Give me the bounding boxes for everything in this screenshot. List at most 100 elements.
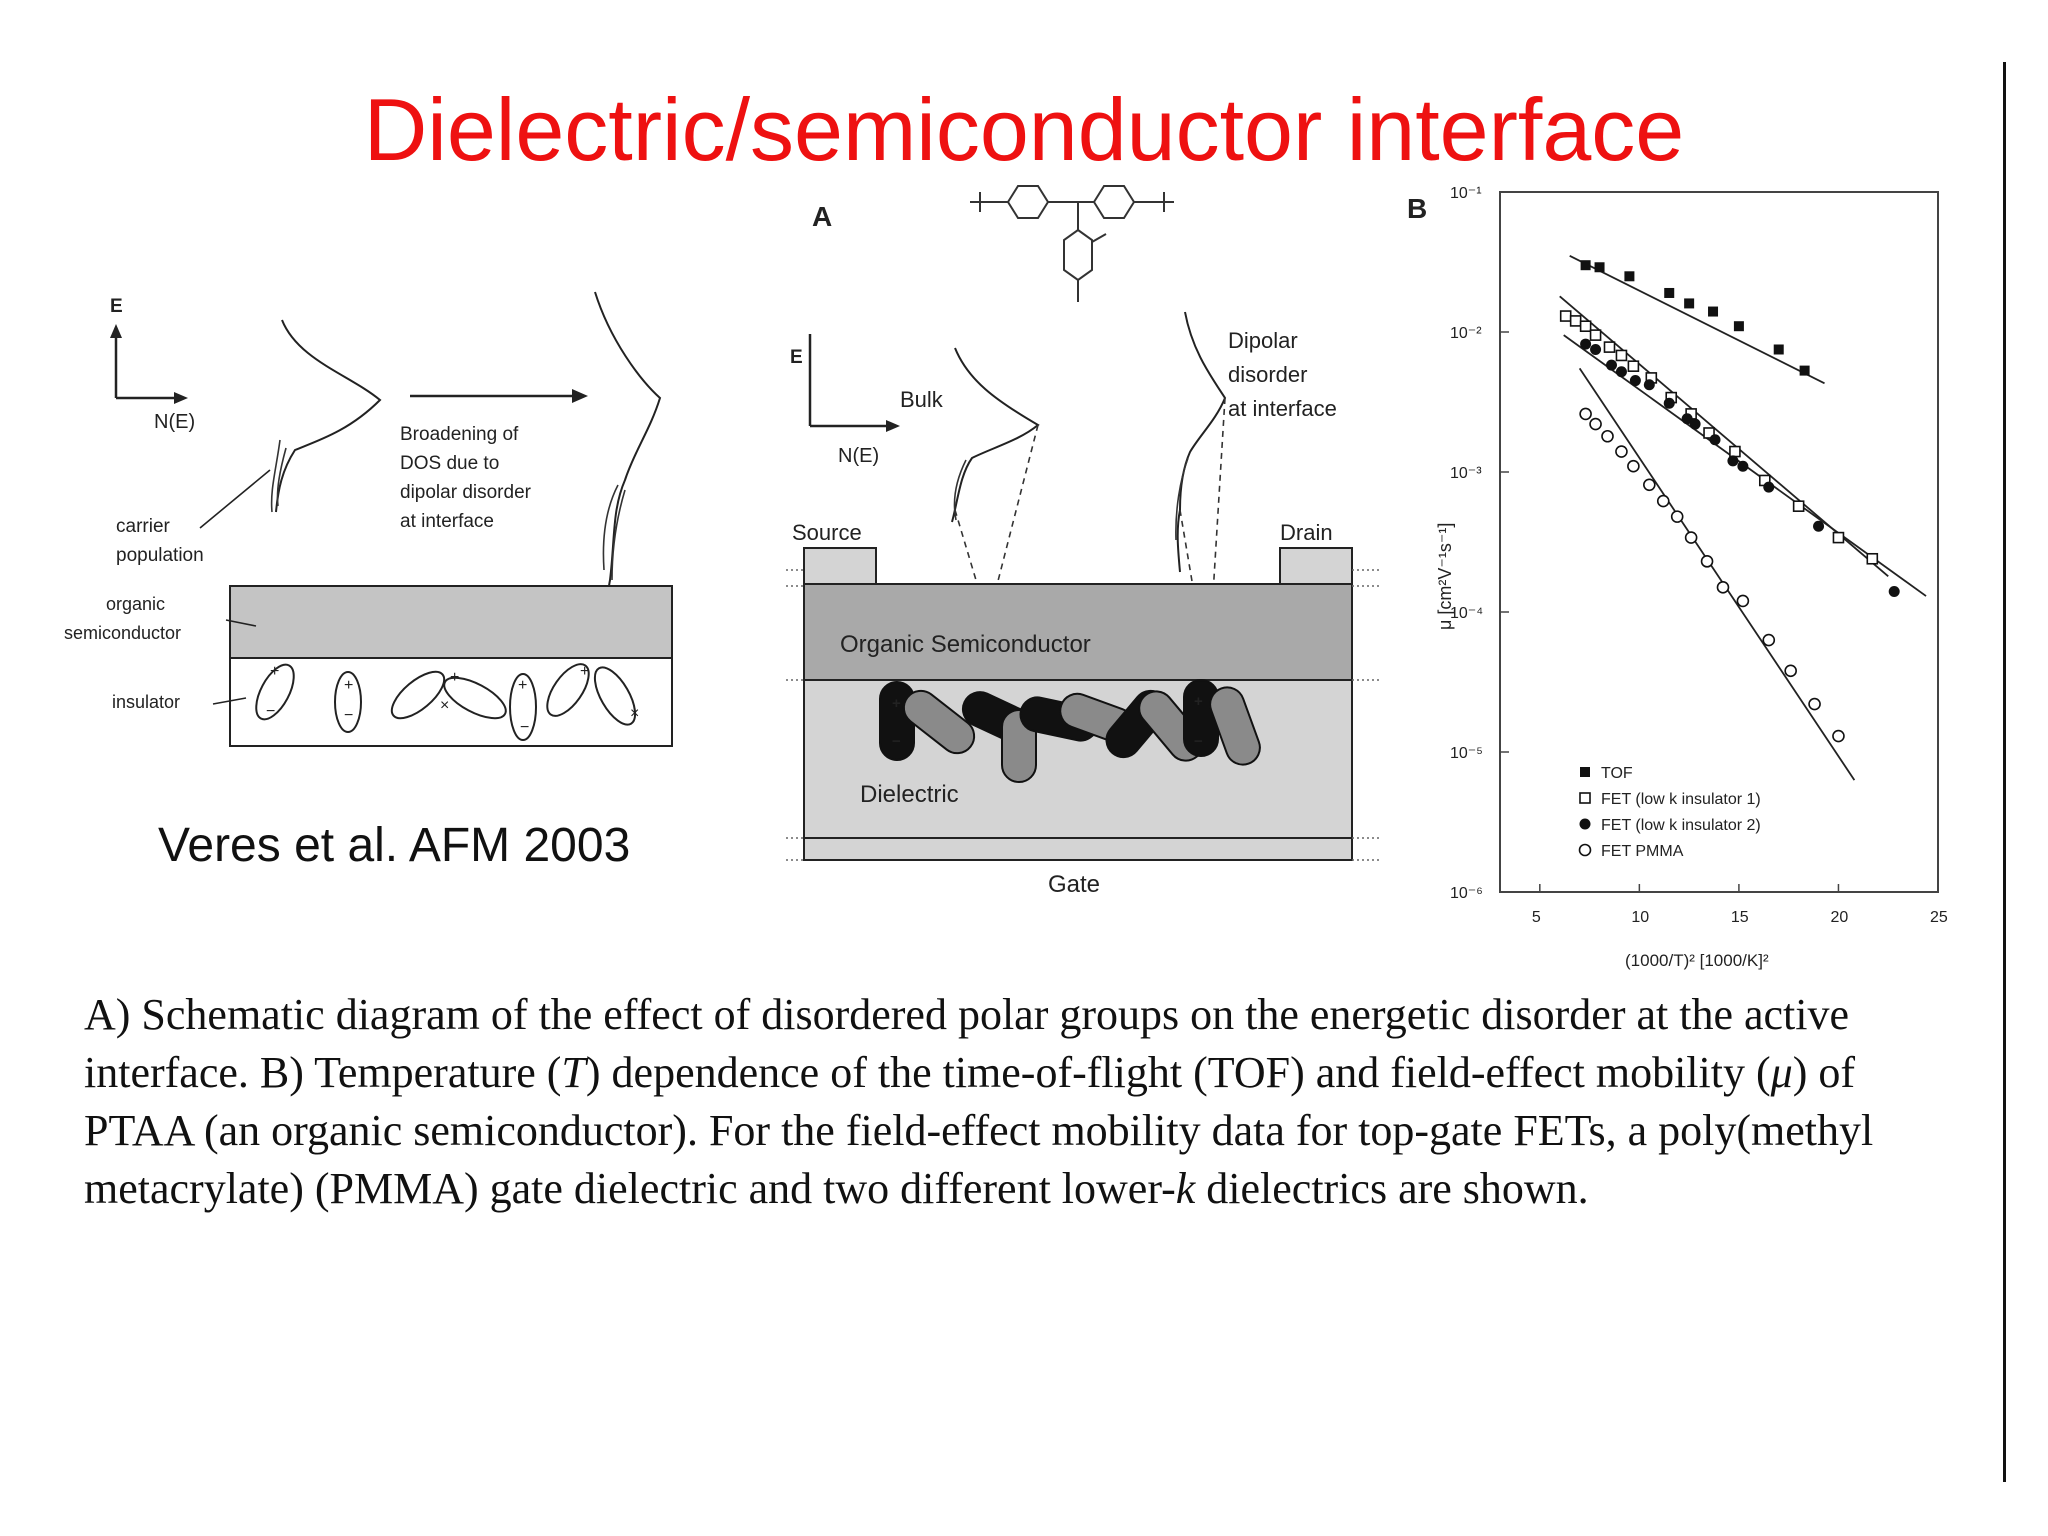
data-point [1569, 315, 1582, 327]
legend-marker [1578, 843, 1592, 857]
panel-a-schematic: A E N(E) Bulk Dipolar disorder at interf… [786, 185, 1380, 898]
drain-label: Drain [1280, 520, 1333, 545]
data-point [1579, 320, 1592, 333]
data-point [1762, 633, 1776, 647]
organic-semiconductor-label: organic semiconductor [64, 594, 181, 643]
caption-part-2: ) dependence of the time-of-flight (TOF)… [585, 1048, 1771, 1097]
y-axis: 10⁻¹10⁻²10⁻³10⁻⁴10⁻⁵10⁻⁶ [1450, 185, 1509, 902]
source-label: Source [792, 520, 862, 545]
svg-text:−: − [520, 719, 529, 736]
data-point [1559, 310, 1572, 322]
fit-line [1569, 255, 1825, 385]
data-point [1703, 427, 1715, 439]
dielectric-label: Dielectric [860, 781, 959, 808]
data-point [1689, 418, 1701, 430]
data-point [1729, 445, 1741, 458]
data-point [1643, 379, 1655, 391]
x-tick-label: 5 [1532, 909, 1541, 926]
data-point [1737, 460, 1749, 472]
caption-temperature-symbol: T [561, 1048, 586, 1097]
data-point [1580, 260, 1591, 271]
x-tick-label: 15 [1731, 909, 1749, 926]
x-axis-label: (1000/T)² [1000/K]² [1625, 951, 1769, 970]
broadening-arrow [410, 389, 588, 403]
y-tick-label: 10⁻³ [1450, 465, 1482, 482]
svg-text:+: + [344, 677, 353, 694]
caption-part-3: ) of PTAA (an organic semiconductor). Fo… [84, 1048, 1874, 1213]
data-point [1708, 306, 1719, 317]
data-point [1832, 729, 1845, 743]
broad-dos-curve [594, 291, 662, 637]
citation: Veres et al. AFM 2003 [158, 819, 631, 872]
data-point [1733, 321, 1744, 332]
data-point [1888, 586, 1900, 598]
x-axis: 5 10 15 20 25 [1532, 884, 1948, 926]
data-point [1615, 445, 1628, 458]
caption-mobility-symbol: μ [1770, 1048, 1793, 1097]
x-tick-label: 20 [1830, 909, 1848, 926]
data-point [1663, 397, 1675, 409]
data-point [1624, 271, 1635, 282]
dipole-signs: +− +− [892, 693, 1203, 750]
data-point [1866, 552, 1879, 565]
y-tick-label: 10⁻⁴ [1450, 605, 1483, 622]
svg-text:−: − [266, 703, 275, 720]
slide-border-line [2003, 62, 2006, 1482]
legend-marker [1579, 792, 1591, 804]
data-point [1670, 510, 1684, 523]
data-point [1763, 481, 1775, 493]
svg-text:−: − [892, 733, 901, 750]
data-point [1603, 341, 1616, 353]
data-point [1580, 338, 1592, 350]
data-point [1643, 478, 1656, 492]
energy-axis-label: E [790, 347, 803, 368]
data-point [1589, 329, 1602, 341]
data-point [1799, 365, 1810, 376]
legend-marker [1580, 767, 1590, 777]
y-tick-label: 10⁻¹ [1450, 185, 1482, 202]
x-tick-label: 25 [1930, 909, 1948, 926]
data-point [1627, 360, 1640, 372]
svg-text:−: − [344, 707, 353, 724]
caption-part-4: dielectrics are shown. [1195, 1164, 1589, 1213]
narrow-dos-curve [275, 319, 382, 513]
data-point [1615, 349, 1628, 362]
svg-text:+: + [1194, 693, 1203, 710]
slide-title: Dielectric/semiconductor interface [363, 80, 1685, 179]
data-point [1664, 287, 1675, 298]
dos-axis-label: N(E) [838, 445, 879, 467]
data-point [1601, 429, 1614, 443]
bulk-dos-curve [951, 347, 1040, 523]
organic-semiconductor-label: Organic Semiconductor [840, 631, 1091, 658]
svg-text:+: + [580, 663, 589, 680]
data-point [1681, 413, 1693, 425]
data-point [1727, 455, 1739, 467]
random-dipoles [255, 663, 637, 741]
carrier-population-label: carrier population [116, 516, 204, 566]
dos-broadening-schematic: E N(E) Broadening of DOS due to dipolar … [64, 291, 673, 747]
dipolar-disorder-label: Dipolar disorder at interface [1228, 328, 1337, 421]
data-point [1590, 343, 1602, 355]
data-point [1579, 407, 1592, 421]
plot-frame [1499, 191, 1939, 893]
gate-label: Gate [1048, 871, 1100, 898]
energy-axes [110, 324, 188, 404]
data-point [1808, 697, 1821, 711]
data-point [1813, 520, 1825, 532]
interface-dos-curve [1176, 311, 1227, 573]
legend-label: TOF [1601, 765, 1633, 782]
data-point [1736, 594, 1750, 608]
drain-electrode [1279, 547, 1353, 587]
y-tick-label: 10⁻⁶ [1450, 885, 1483, 902]
interface-dotted-lines [786, 569, 1380, 861]
data-point [1589, 417, 1602, 431]
caption-k-symbol: k [1175, 1164, 1196, 1213]
dipole-signs: +− +− +× +− +× [266, 663, 639, 736]
data-point [1605, 359, 1617, 371]
svg-text:+: + [518, 677, 527, 694]
legend-label: FET (low k insulator 2) [1601, 817, 1761, 834]
x-tick-label: 10 [1631, 909, 1649, 926]
data-point [1627, 459, 1640, 473]
